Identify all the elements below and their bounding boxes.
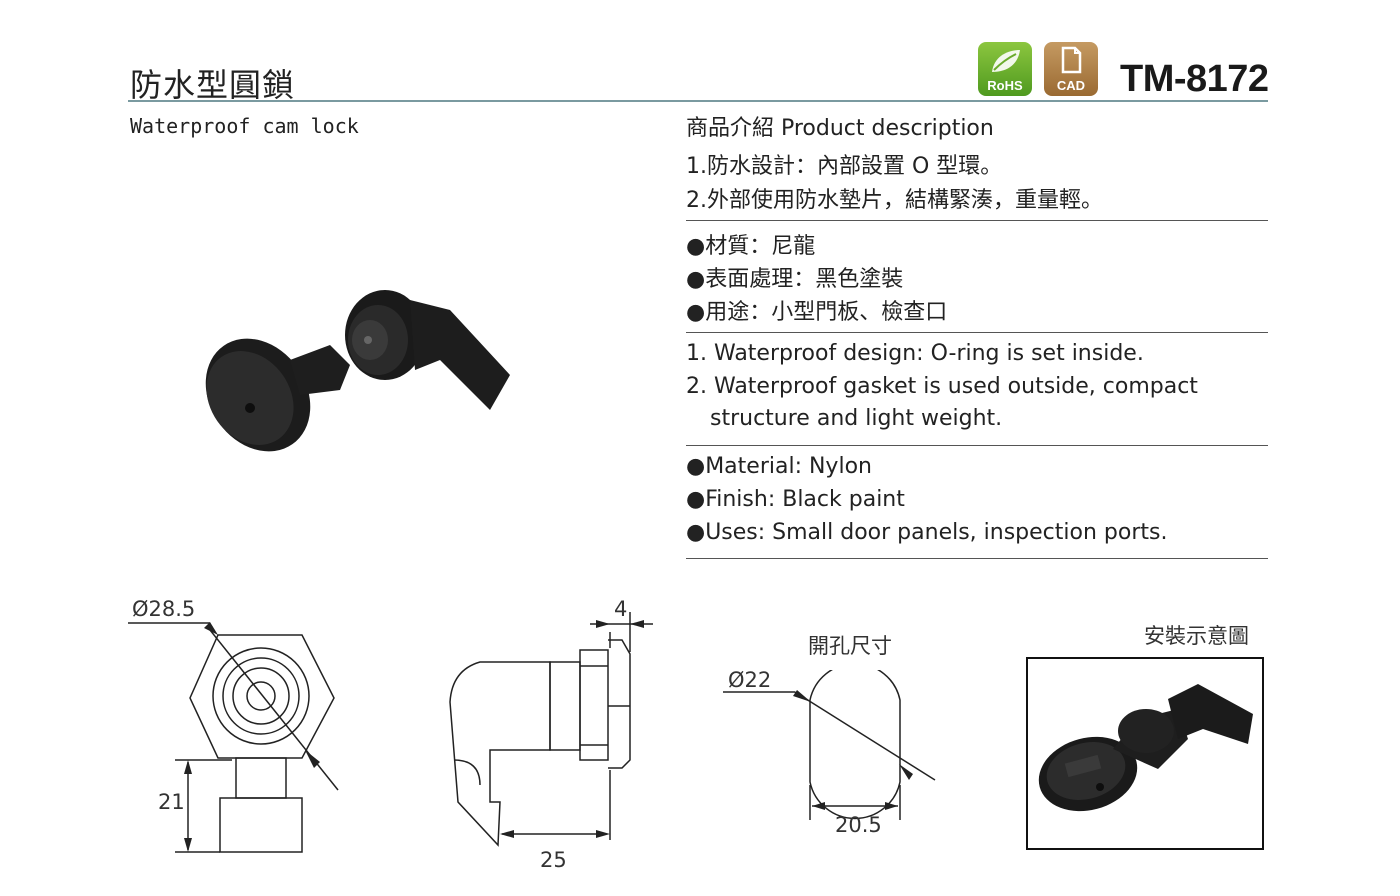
leaf-icon	[992, 50, 1020, 72]
zh-point-2: 2.外部使用防水墊片，結構緊湊，重量輕。	[686, 188, 1103, 213]
zh-spec-material: ●材質：尼龍	[686, 234, 816, 259]
side-length-label: 25	[540, 848, 567, 872]
front-diameter-label: Ø28.5	[132, 597, 196, 621]
install-caption: 安裝示意圖	[1144, 624, 1249, 648]
en-point-1: 1. Waterproof design: O-ring is set insi…	[686, 341, 1144, 366]
description-heading: 商品介紹 Product description	[686, 116, 994, 141]
section-divider	[686, 558, 1268, 559]
en-spec-material: ●Material: Nylon	[686, 454, 872, 479]
install-photo	[1038, 684, 1253, 812]
rohs-label: RoHS	[987, 78, 1023, 93]
cad-badge: CAD	[1044, 42, 1098, 96]
cad-label: CAD	[1056, 78, 1086, 93]
model-number: TM-8172	[1120, 58, 1269, 100]
en-spec-uses: ●Uses: Small door panels, inspection por…	[686, 520, 1168, 545]
zh-spec-uses: ●用途：小型門板、檢查口	[686, 300, 948, 325]
section-divider	[686, 220, 1268, 221]
product-photo	[205, 290, 510, 452]
en-point-2-cont: structure and light weight.	[710, 406, 1003, 431]
hole-width-label: 20.5	[835, 813, 882, 837]
hole-size-drawing	[723, 670, 936, 820]
zh-point-1: 1.防水設計：內部設置 O 型環。	[686, 154, 1003, 179]
side-thickness-label: 4	[614, 597, 628, 621]
zh-spec-finish: ●表面處理：黑色塗裝	[686, 267, 904, 292]
en-point-2: 2. Waterproof gasket is used outside, co…	[686, 374, 1198, 399]
hole-size-caption: 開孔尺寸	[808, 634, 892, 658]
section-divider	[686, 332, 1268, 333]
front-height-label: 21	[158, 790, 185, 814]
install-diagram-frame	[1026, 657, 1264, 850]
page-title: 防水型圓鎖	[130, 66, 296, 104]
rohs-badge: RoHS	[978, 42, 1032, 96]
hole-diameter-label: Ø22	[728, 668, 772, 692]
front-view-drawing	[128, 622, 339, 853]
page-subtitle: Waterproof cam lock	[130, 114, 359, 138]
en-spec-finish: ●Finish: Black paint	[686, 487, 905, 512]
title-divider	[128, 100, 1268, 102]
side-view-drawing	[449, 612, 653, 847]
document-icon	[1061, 46, 1082, 74]
section-divider	[686, 445, 1268, 446]
